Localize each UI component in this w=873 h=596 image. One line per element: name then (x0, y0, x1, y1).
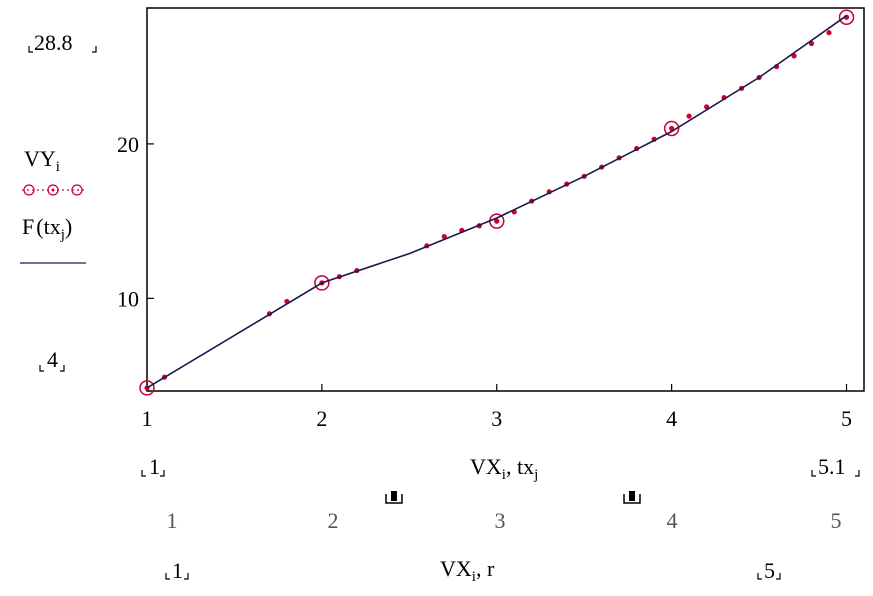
y-min-limit-label[interactable]: 4 (39, 347, 65, 372)
x-axis-label[interactable]: VXi, txj (470, 454, 538, 483)
secondary-x-min-label[interactable]: 1 (165, 558, 189, 583)
x-tick-label: 3 (491, 406, 502, 431)
secondary-x-max-text: 5 (764, 558, 775, 583)
y-axis-legend[interactable]: VYi F(txj) (20, 146, 86, 264)
secondary-x-tick-label: 2 (328, 508, 339, 533)
plot-frame[interactable] (146, 7, 865, 392)
secondary-x-tick-label: 3 (495, 508, 506, 533)
x-min-limit-label[interactable]: 1 (141, 454, 165, 479)
y-min-limit-text: 4 (47, 347, 58, 372)
secondary-x-tick-label: 1 (167, 508, 178, 533)
y-legend-series2-label: F(txj) (22, 214, 72, 243)
secondary-x-min-text: 1 (172, 558, 183, 583)
placeholder-handle-2[interactable] (623, 491, 641, 504)
x-tick-label: 4 (666, 406, 677, 431)
data-circle-marker (838, 9, 855, 26)
axis-ticks (146, 143, 848, 391)
x-max-limit-label[interactable]: 5.1 (811, 454, 860, 479)
placeholder-handle-1[interactable] (385, 491, 403, 504)
y-legend-circle-marker (22, 184, 84, 196)
secondary-x-axis-label[interactable]: VXi, r (440, 556, 495, 585)
secondary-x-max-label[interactable]: 5 (757, 558, 781, 583)
x-tick-label: 5 (841, 406, 852, 431)
data-dot (494, 218, 500, 224)
data-marks (139, 9, 855, 396)
y-tick-label: 10 (117, 286, 139, 311)
data-dot (441, 233, 447, 240)
x-min-limit-text: 1 (149, 454, 160, 479)
y-tick-label: 20 (117, 132, 139, 157)
data-dot (826, 30, 832, 36)
data-dot (704, 104, 710, 110)
x-max-limit-text: 5.1 (818, 454, 846, 479)
data-dot (686, 113, 692, 119)
data-circle-marker (139, 380, 155, 396)
secondary-x-tick-label: 5 (831, 508, 842, 533)
fit-line (146, 15, 847, 389)
x-tick-label: 1 (142, 406, 153, 431)
y-max-limit-label[interactable]: 28.8 (28, 30, 97, 55)
x-tick-label: 2 (316, 406, 327, 431)
secondary-axis-ticks: 1 2 3 4 5 (167, 508, 842, 533)
data-circle-marker (314, 275, 330, 291)
y-max-limit-text: 28.8 (34, 30, 73, 55)
secondary-x-tick-label: 4 (667, 508, 678, 533)
axis-labels: 1 2 3 4 5 10 20 (117, 132, 852, 431)
secondary-axis: 1 2 3 4 5 1 VXi, r 5 (165, 491, 842, 585)
data-circle-marker (663, 120, 680, 137)
y-legend-series1-label: VYi (24, 146, 60, 175)
